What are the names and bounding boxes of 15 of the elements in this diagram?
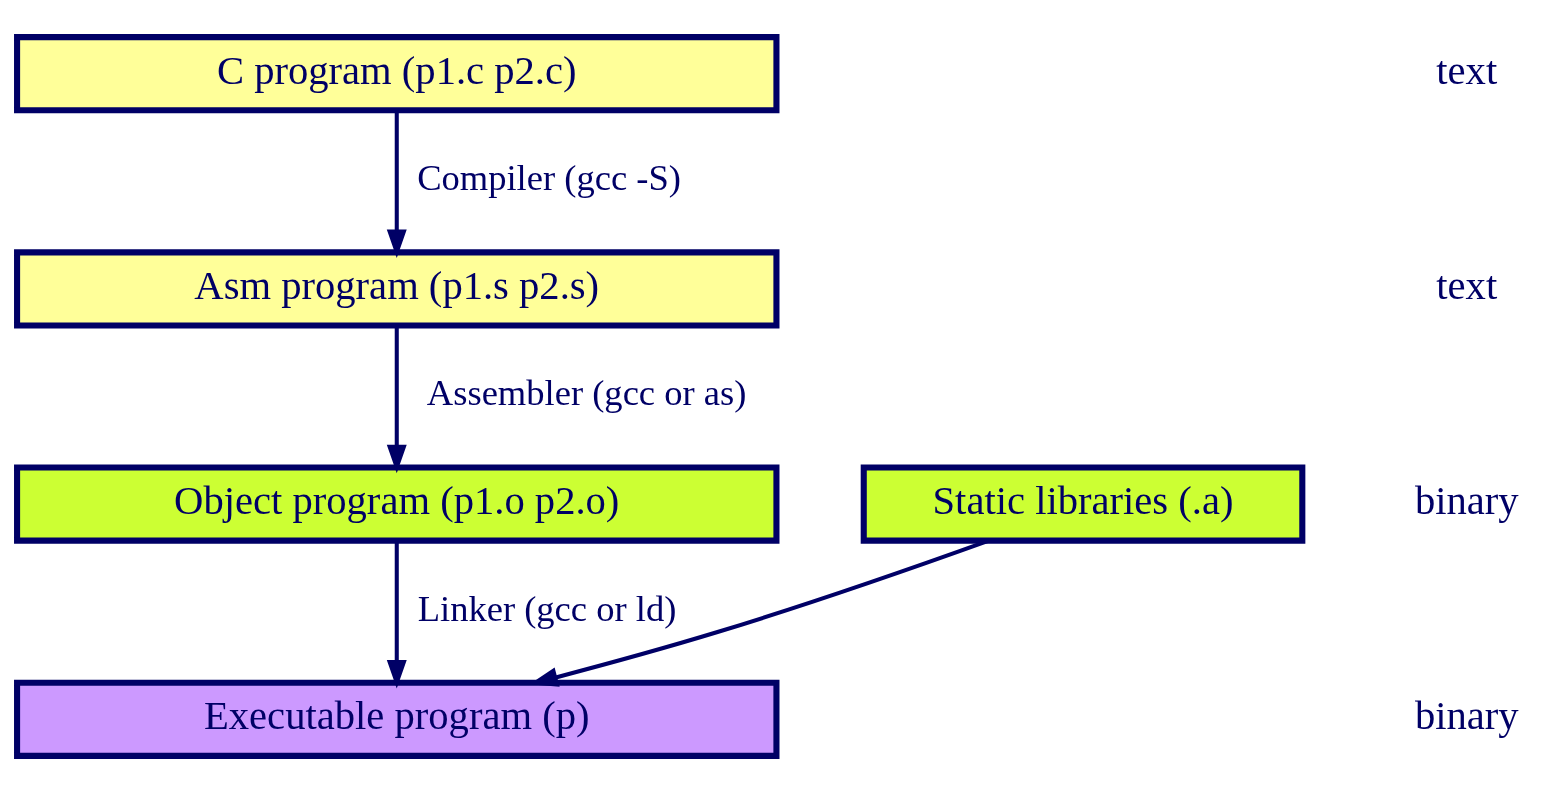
label: binary — [1414, 692, 1519, 738]
node-box: Asm program (p1.s p2.s) — [14, 248, 780, 328]
label: text — [1436, 47, 1498, 93]
edge-label: Assembler (gcc or as) — [426, 371, 747, 413]
edge-label: Linker (gcc or ld) — [417, 587, 677, 629]
arrow — [386, 540, 407, 689]
label: binary — [1414, 477, 1519, 523]
node-box: Executable program (p) — [14, 679, 780, 759]
edge-label: Compiler (gcc -S) — [417, 156, 681, 198]
node-box: Object program (p1.o p2.o) — [14, 464, 780, 544]
label: text — [1436, 262, 1498, 308]
arrow — [386, 110, 407, 258]
arrow — [386, 325, 407, 473]
node-box: Static libraries (.a) — [860, 464, 1306, 544]
node-box: C program (p1.c p2.c) — [14, 33, 780, 113]
